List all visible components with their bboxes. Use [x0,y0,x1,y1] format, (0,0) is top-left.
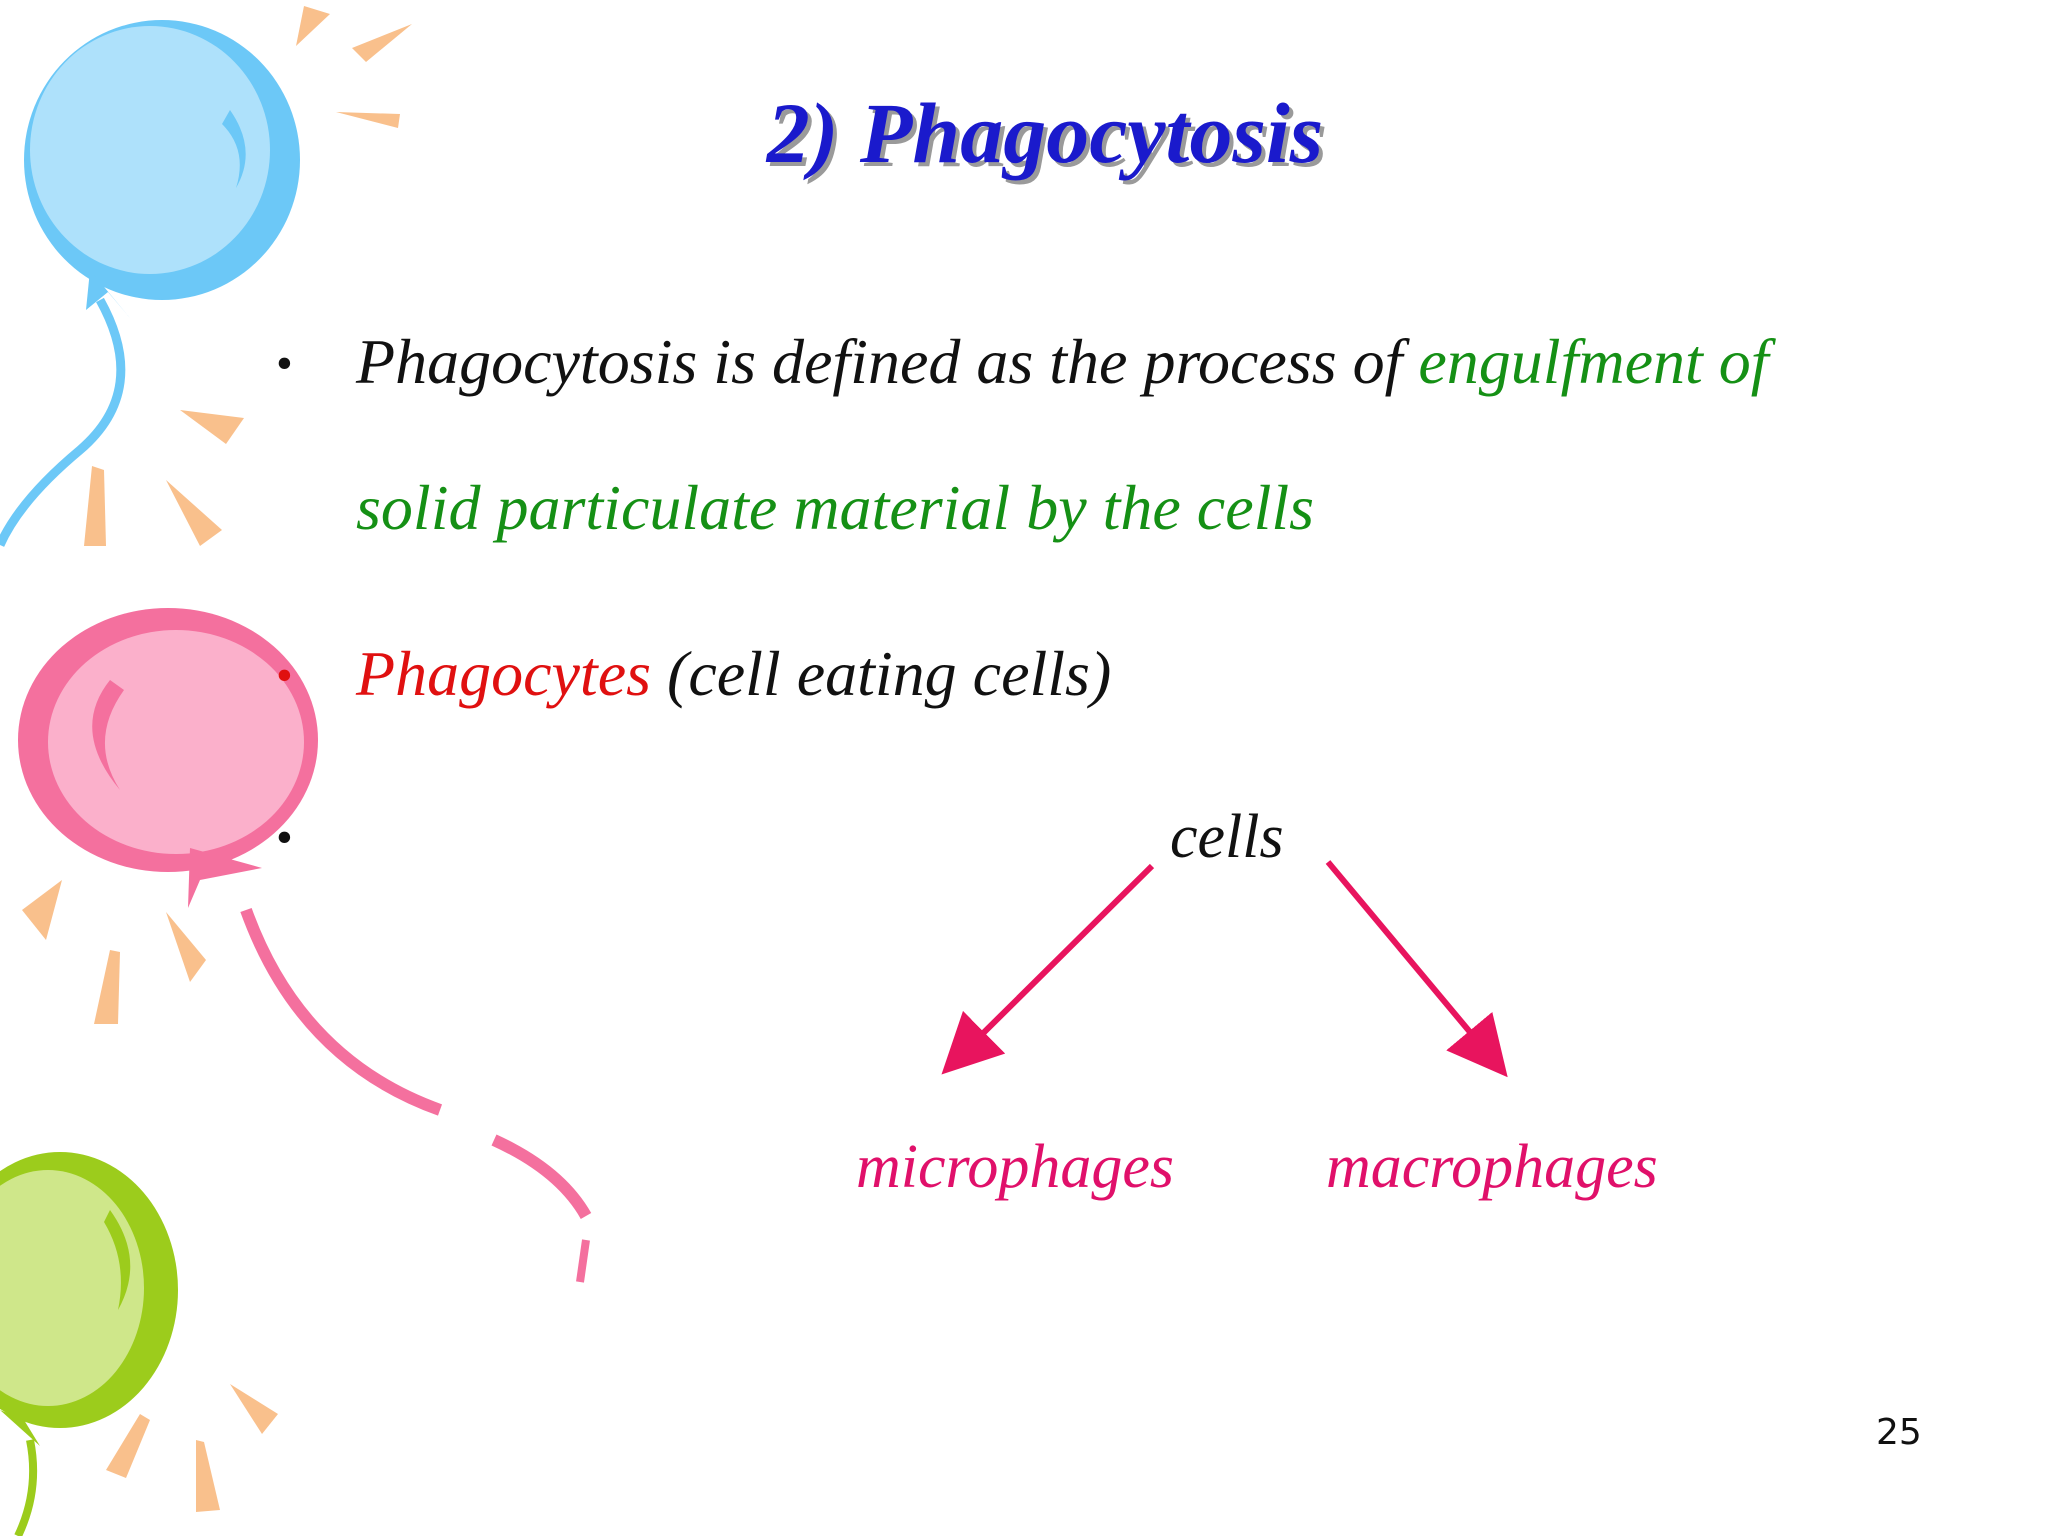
phagocytes-description: (cell eating cells) [651,638,1112,709]
right-arrow [1325,860,1508,1078]
tree-root-label: cells [1170,803,1284,871]
green-balloon-icon [0,1152,178,1536]
bullet-text-line: Phagocytes (cell eating cells) [356,636,1111,713]
bullet-text-line: Phagocytosis is defined as the process o… [356,324,1769,401]
bullet-dot: • [276,337,293,390]
tree-left-label: microphages [856,1133,1174,1201]
page-number: 25 [1876,1412,1922,1453]
bullet-dot: • [276,649,293,702]
bullet-dot: • [276,811,293,864]
confetti-icon [22,6,412,1512]
definition-text: Phagocytosis is defined as the process o… [356,326,1419,397]
definition-highlight: engulfment of [1418,326,1769,397]
left-arrow [941,863,1155,1075]
blue-balloon-icon [0,20,300,547]
tree-right-label: macrophages [1326,1133,1658,1201]
definition-continued: solid particulate material by the cells [356,472,1315,543]
page-title: 2) Phagocytosis [766,85,1324,181]
pink-balloon-icon [18,608,592,1283]
phagocytes-term: Phagocytes [356,638,651,709]
